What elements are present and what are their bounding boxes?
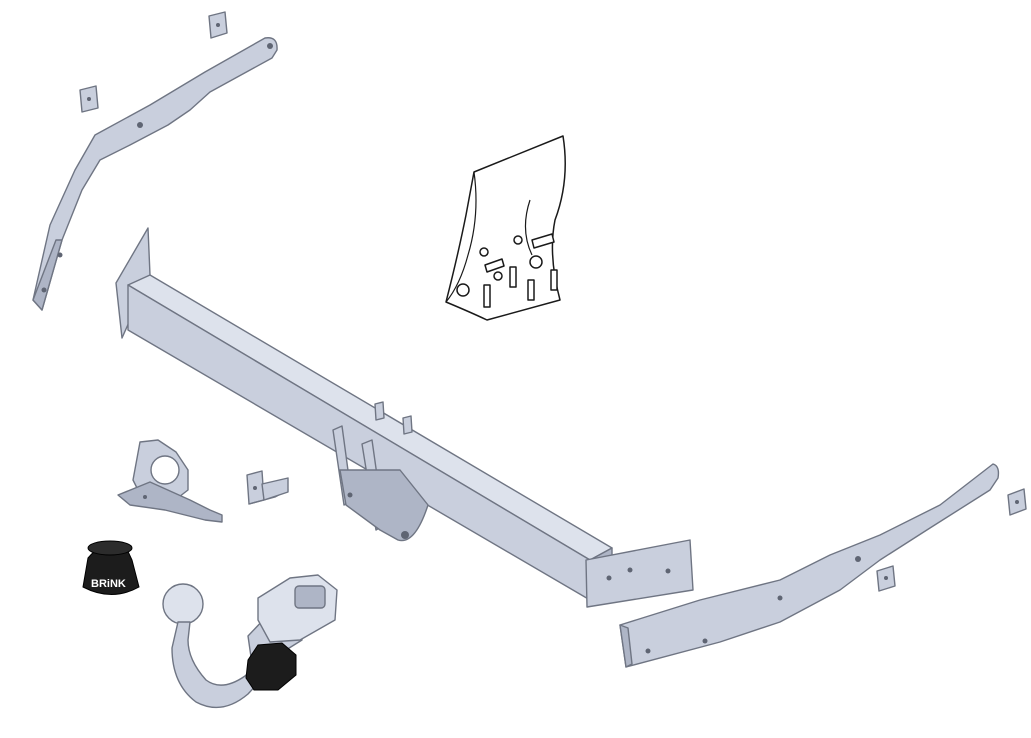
- brand-logo-text: BRiNK: [91, 578, 126, 590]
- right-side-bracket: [619, 463, 1000, 668]
- main-crossbar: [115, 227, 694, 608]
- spacer-plate-lower-right: [876, 565, 896, 592]
- spacer-plate-top: [208, 11, 228, 39]
- socket-plate: [117, 439, 223, 523]
- fastener-kit-bag: [445, 135, 566, 321]
- small-angle-bracket: [246, 470, 289, 505]
- spacer-plate-left: [79, 85, 99, 113]
- spacer-plate-right: [1007, 488, 1027, 516]
- tow-ball-cap: BRiNK: [82, 540, 140, 595]
- detachable-tow-ball: [162, 574, 338, 709]
- left-side-bracket: [32, 37, 278, 311]
